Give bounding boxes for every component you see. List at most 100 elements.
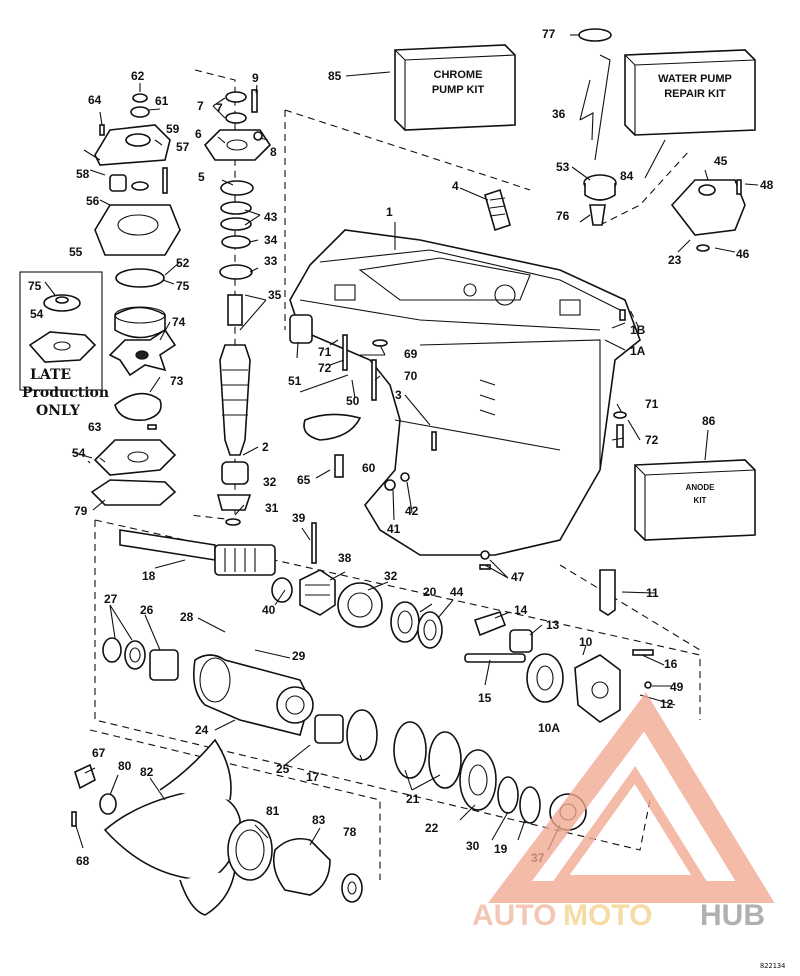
late-production-line2: Production <box>22 385 109 401</box>
automotohub-watermark: AUTO MOTO HUB <box>472 692 775 932</box>
label-56: 56 <box>86 194 100 208</box>
label-71b: 71 <box>645 397 659 411</box>
label-64: 64 <box>88 93 102 107</box>
label-27: 27 <box>104 592 118 606</box>
watermark-triangle-logo <box>488 692 775 903</box>
label-16: 16 <box>664 657 678 671</box>
label-81: 81 <box>266 804 280 818</box>
label-63: 63 <box>88 420 102 434</box>
water-pump-kit-line2: REPAIR KIT <box>664 88 726 100</box>
label-47: 47 <box>511 570 525 584</box>
label-6: 6 <box>195 127 202 141</box>
label-71a: 71 <box>318 345 332 359</box>
label-73: 73 <box>170 374 184 388</box>
anode-kit-box: ANODE KIT <box>634 459 756 541</box>
label-3: 3 <box>395 388 402 402</box>
late-production-line3: ONLY <box>36 403 81 419</box>
anode-kit-line1: ANODE <box>686 483 716 492</box>
label-33: 33 <box>264 254 278 268</box>
label-75a: 75 <box>28 279 42 293</box>
label-7b: 7 <box>216 101 223 115</box>
label-18: 18 <box>142 569 156 583</box>
label-12: 12 <box>660 697 674 711</box>
label-57: 57 <box>176 140 190 154</box>
late-production-line1: LATE <box>30 367 71 383</box>
label-76: 76 <box>556 209 570 223</box>
label-39: 39 <box>292 511 306 525</box>
label-28: 28 <box>180 610 194 624</box>
label-80: 80 <box>118 759 132 773</box>
label-61: 61 <box>155 94 169 108</box>
label-4: 4 <box>452 179 459 193</box>
label-86: 86 <box>702 414 716 428</box>
label-36: 36 <box>552 107 566 121</box>
gear-cluster-parts <box>271 522 443 649</box>
label-25: 25 <box>276 762 290 776</box>
gearcase-housing <box>289 229 641 556</box>
label-24: 24 <box>195 723 209 737</box>
label-14: 14 <box>514 603 528 617</box>
label-79: 79 <box>74 504 88 518</box>
label-34: 34 <box>264 233 278 247</box>
assembly-dashed-outlines <box>89 69 701 880</box>
label-5: 5 <box>198 170 205 184</box>
label-50: 50 <box>346 394 360 408</box>
water-pump-kit-line1: WATER PUMP <box>658 73 732 85</box>
label-42: 42 <box>405 504 419 518</box>
label-77: 77 <box>542 27 556 41</box>
label-15: 15 <box>478 691 492 705</box>
water-pump-parts <box>90 93 181 506</box>
label-35: 35 <box>268 288 282 302</box>
label-84: 84 <box>620 169 634 183</box>
label-45: 45 <box>714 154 728 168</box>
label-30: 30 <box>466 839 480 853</box>
label-82: 82 <box>140 765 154 779</box>
label-55: 55 <box>69 245 83 259</box>
label-74: 74 <box>172 315 186 329</box>
shift-parts <box>464 569 654 723</box>
label-10: 10 <box>579 635 593 649</box>
anode-kit-line2: KIT <box>694 496 707 505</box>
label-68: 68 <box>76 854 90 868</box>
label-11: 11 <box>646 586 659 600</box>
label-49: 49 <box>670 680 684 694</box>
label-46: 46 <box>736 247 750 261</box>
watermark-word-moto: MOTO <box>563 899 652 932</box>
label-32a: 32 <box>263 475 277 489</box>
label-75b: 75 <box>176 279 190 293</box>
label-22: 22 <box>425 821 439 835</box>
chrome-pump-kit-box: CHROME PUMP KIT <box>394 44 516 131</box>
watermark-word-auto: AUTO <box>472 899 556 932</box>
label-65: 65 <box>297 473 311 487</box>
label-69: 69 <box>404 347 418 361</box>
diagram-code: 822134 <box>760 962 785 970</box>
label-72b: 72 <box>645 433 659 447</box>
label-60: 60 <box>362 461 376 475</box>
watermark-word-hub: HUB <box>700 899 765 932</box>
label-29: 29 <box>292 649 306 663</box>
label-85: 85 <box>328 69 342 83</box>
label-54a: 54 <box>30 307 44 321</box>
upper-right-parts <box>484 28 746 252</box>
label-41: 41 <box>387 522 401 536</box>
label-23: 23 <box>668 253 682 267</box>
label-53: 53 <box>556 160 570 174</box>
label-17: 17 <box>306 770 320 784</box>
label-51: 51 <box>288 374 302 388</box>
water-pump-repair-kit-box: WATER PUMP REPAIR KIT <box>624 49 756 136</box>
label-40: 40 <box>262 603 276 617</box>
label-2: 2 <box>262 440 269 454</box>
label-54b: 54 <box>72 446 86 460</box>
label-10a: 10A <box>538 721 560 735</box>
label-38: 38 <box>338 551 352 565</box>
label-48: 48 <box>760 178 774 192</box>
label-43: 43 <box>264 210 278 224</box>
label-83: 83 <box>312 813 326 827</box>
part-number-labels: 1 1A 1B 2 3 4 5 6 7 7 8 9 10 10A 11 12 1… <box>28 27 774 868</box>
label-8: 8 <box>270 145 277 159</box>
label-72a: 72 <box>318 361 332 375</box>
label-13: 13 <box>546 618 560 632</box>
label-78: 78 <box>343 825 357 839</box>
housing-side-parts <box>289 309 627 570</box>
late-production-inset: LATE Production ONLY <box>19 271 109 419</box>
